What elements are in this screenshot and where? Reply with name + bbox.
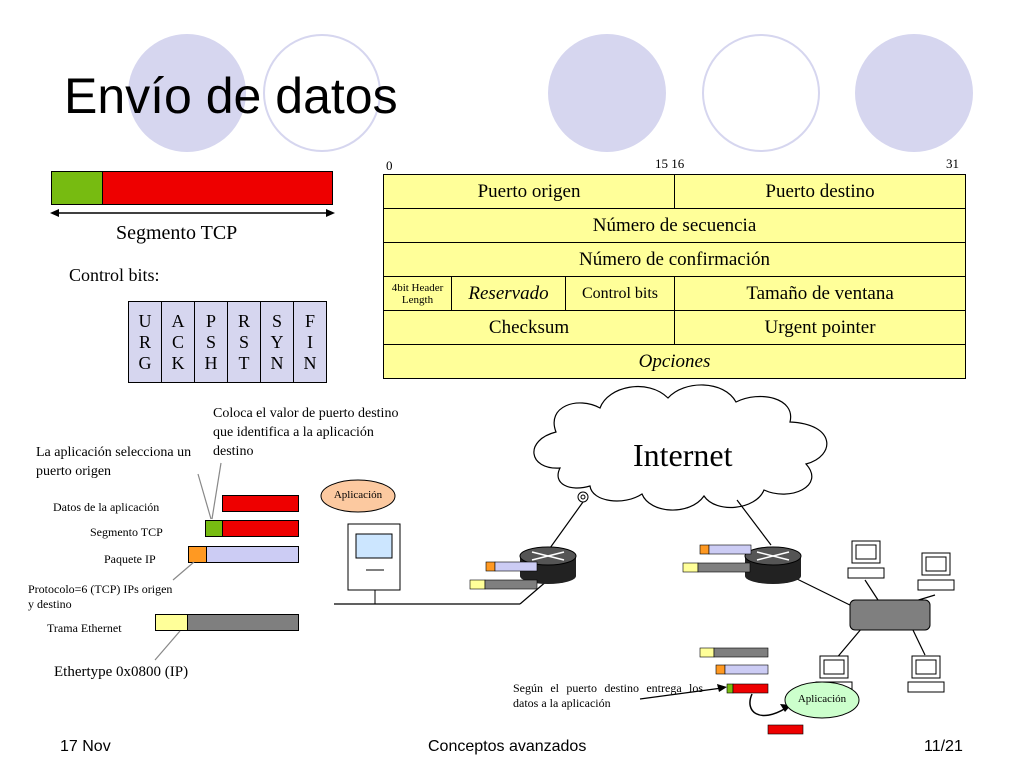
bar-ip-body — [206, 546, 299, 563]
internet-label: Internet — [633, 437, 733, 473]
segment-span-arrow — [50, 209, 335, 217]
footer-course: Conceptos avanzados — [428, 738, 587, 755]
router-right-icon — [744, 546, 802, 584]
footer-page-number: 11/21 — [924, 738, 963, 755]
bit-label-start: 0 — [386, 158, 393, 173]
note-app-selects: La aplicación selecciona un puerto orige… — [36, 445, 192, 479]
decor-circle — [702, 34, 820, 152]
bar-tcp-data — [222, 520, 299, 537]
source-computer-icon — [347, 523, 401, 604]
decor-circle — [855, 34, 973, 152]
decor-circle — [548, 34, 666, 152]
bar-app-data — [222, 495, 299, 512]
bit-label-end: 31 — [946, 156, 959, 171]
switch-icon — [849, 599, 931, 631]
segment-header-block — [51, 171, 103, 205]
label-tcp-segment: Segmento TCP — [90, 525, 163, 539]
note-dest-port: Coloca el valor de puerto destino que id… — [213, 406, 399, 459]
label-ethernet-frame: Trama Ethernet — [47, 621, 122, 635]
field-source-port: Puerto origen — [382, 174, 676, 209]
workstation-icon — [847, 540, 885, 579]
note-delivery: Según el puerto destino entrega los dato… — [513, 681, 703, 710]
workstation-icon — [907, 655, 945, 693]
label-ip-packet: Paquete IP — [104, 552, 156, 566]
label-app-data: Datos de la aplicación — [53, 500, 160, 514]
field-header-length: 4bit Header Length — [383, 276, 452, 311]
note-protocol: Protocolo=6 (TCP) IPs origen y destino — [28, 582, 173, 611]
packet-receive-icon — [699, 647, 804, 735]
app-dest-label: Aplicación — [797, 693, 847, 705]
segment-data-block — [102, 171, 333, 205]
decor-circle — [263, 34, 381, 152]
footer-date: 17 Nov — [60, 738, 111, 755]
bar-eth-body — [187, 614, 299, 631]
field-sequence: Número de secuencia — [382, 208, 967, 243]
control-bits-caption: Control bits: — [69, 265, 160, 285]
internet-cloud-icon — [533, 384, 828, 511]
field-reserved: Reservado — [451, 276, 566, 311]
workstation-icon — [917, 552, 955, 591]
page-title: Envío de datos — [64, 68, 398, 124]
packet-right-icon — [682, 544, 752, 573]
app-dest-shape — [784, 681, 860, 719]
field-control-bits: Control bits — [564, 276, 676, 311]
router-left-icon — [519, 546, 577, 584]
segment-caption: Segmento TCP — [116, 222, 238, 244]
field-window: Tamaño de ventana — [674, 276, 967, 311]
tcp-header-table: Puerto origen Puerto destino Número de s… — [382, 174, 967, 379]
note-ethertype: Ethertype 0x0800 (IP) — [54, 664, 189, 680]
field-options: Opciones — [382, 344, 967, 379]
packet-left-icon — [469, 561, 538, 590]
decor-circle — [128, 34, 246, 152]
app-source-shape — [320, 479, 396, 513]
field-dest-port: Puerto destino — [674, 174, 967, 209]
bit-label-mid: 15 16 — [655, 156, 685, 171]
app-source-label: Aplicación — [333, 489, 383, 501]
